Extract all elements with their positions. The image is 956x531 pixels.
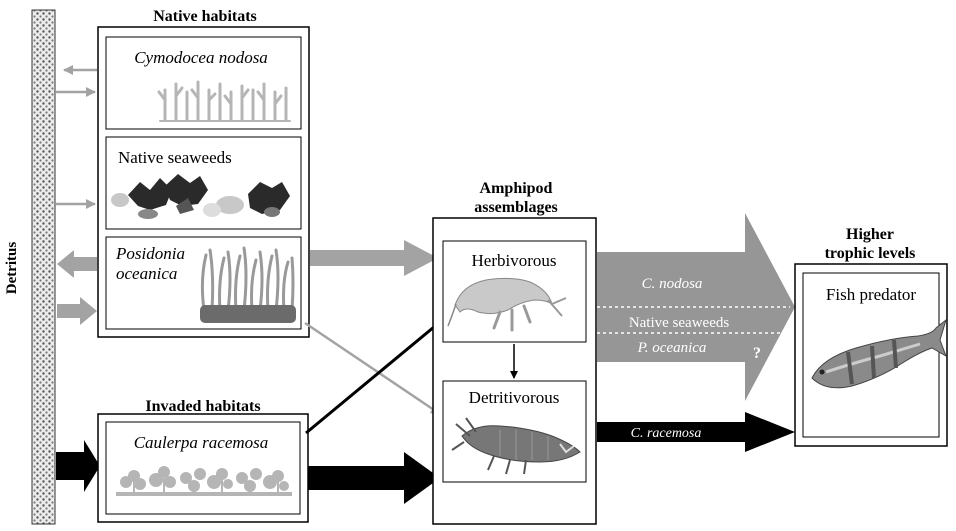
herbivorous-amphipod-icon — [447, 277, 567, 332]
detritus-bar — [31, 9, 56, 525]
flow-label-c-nodosa: C. nodosa — [642, 276, 703, 292]
detritus-label: Detritus — [4, 242, 20, 295]
posidonia-label-line2: oceanica — [116, 264, 177, 283]
habitat-to-amphipod-arrows — [304, 240, 441, 504]
higher-title-line2: trophic levels — [825, 245, 916, 262]
detritivorous-amphipod-icon — [451, 417, 581, 475]
posidonia-panel: Posidonia oceanica — [105, 236, 302, 330]
flow-to-fish-arrow: C. nodosa Native seaweeds P. oceanica ? — [597, 213, 795, 401]
higher-trophic-levels: Higher trophic levels Fish predator — [794, 226, 948, 447]
detritus-pool: Detritus — [4, 9, 56, 525]
amphipod-title-line1: Amphipod — [480, 180, 553, 197]
flow-c-racemosa-arrow: C. racemosa — [597, 412, 795, 452]
cymodocea-panel: Cymodocea nodosa — [105, 36, 302, 130]
flow-label-p-oceanica: P. oceanica — [637, 340, 707, 356]
posidonia-label-line1: Posidonia — [115, 244, 185, 263]
caulerpa-label: Caulerpa racemosa — [134, 433, 269, 452]
detritivorous-label: Detritivorous — [469, 388, 560, 407]
herbivorous-panel: Herbivorous — [442, 240, 587, 343]
cymodocea-plants-icon — [157, 80, 291, 122]
flow-label-c-racemosa: C. racemosa — [631, 426, 702, 441]
fish-predator-label: Fish predator — [826, 285, 917, 304]
posidonia-plants-icon — [200, 246, 296, 323]
cymodocea-label: Cymodocea nodosa — [134, 48, 268, 67]
native-seaweeds-panel: Native seaweeds — [105, 136, 302, 230]
fish-icon — [811, 318, 947, 389]
amphipod-assemblages: Amphipod assemblages Herbivorous Detriti… — [432, 180, 597, 525]
detritus-exchange-arrows — [56, 65, 100, 492]
amphipod-title-line2: assemblages — [474, 199, 558, 216]
native-habitats-title: Native habitats — [153, 8, 257, 25]
detritivorous-panel: Detritivorous — [442, 380, 587, 483]
herbivorous-label: Herbivorous — [472, 251, 557, 270]
invaded-habitats: Invaded habitats Caulerpa racemosa — [97, 398, 309, 523]
caulerpa-icon — [116, 466, 292, 496]
invaded-habitats-title: Invaded habitats — [145, 398, 260, 415]
higher-title-line1: Higher — [846, 226, 894, 243]
native-seaweeds-label: Native seaweeds — [118, 148, 232, 167]
native-habitats: Native habitats Cymodocea nodosa — [97, 8, 310, 338]
flow-label-native-seaweeds: Native seaweeds — [629, 315, 730, 331]
uncertain-mark: ? — [753, 345, 761, 362]
seaweed-icon — [111, 174, 290, 219]
